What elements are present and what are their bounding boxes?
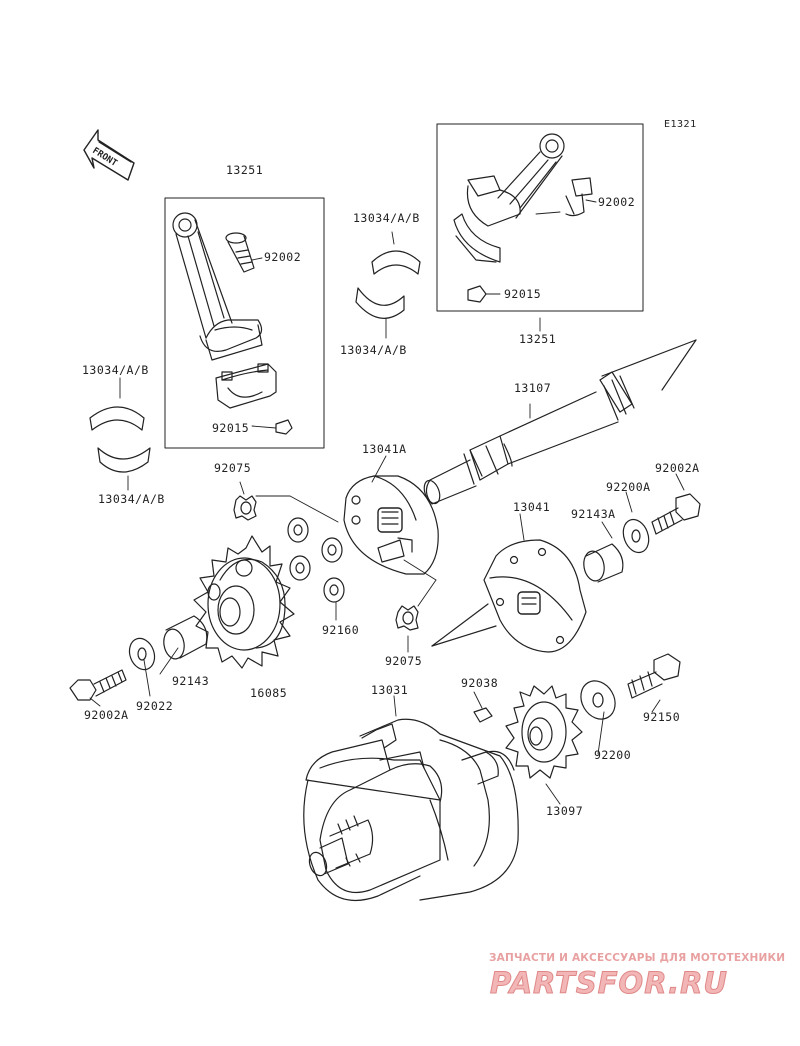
- callout-92075-lower: 92075: [385, 654, 423, 668]
- leader-lines: [89, 199, 685, 805]
- callout-92015-right: 92015: [504, 287, 542, 301]
- bearing-shells-left: [89, 406, 151, 473]
- rod-cap-left: [215, 363, 277, 409]
- callout-92015-left: 92015: [212, 421, 250, 435]
- callout-13107: 13107: [514, 381, 552, 395]
- callout-13031: 13031: [371, 683, 409, 697]
- bearing-shells-mid: [355, 250, 421, 319]
- callout-92075-upper: 92075: [214, 461, 252, 475]
- woodruff-key: [473, 707, 493, 723]
- callout-92143a: 92143A: [571, 507, 616, 521]
- callout-13041: 13041: [513, 500, 551, 514]
- damper-gear-upper: [233, 495, 257, 521]
- connecting-rod-left: [172, 212, 263, 361]
- crankshaft: [303, 718, 519, 902]
- callout-92002-left: 92002: [264, 250, 302, 264]
- callout-13034-mid-lower: 13034/A/B: [340, 343, 407, 357]
- rod-assembly-box-right: [436, 123, 644, 312]
- nut-left: [275, 419, 293, 435]
- bolt-a-right: [651, 493, 701, 535]
- callout-13034-left-lower: 13034/A/B: [98, 492, 165, 506]
- nut-right: [467, 285, 487, 303]
- rod-assembly-box-left: [164, 197, 325, 449]
- gear-large-left: [193, 535, 295, 669]
- washer-a-right: [622, 518, 650, 554]
- callout-13251-left: 13251: [226, 163, 264, 177]
- washer-left: [128, 637, 156, 671]
- coupling-a: [343, 475, 439, 575]
- callout-92038: 92038: [461, 676, 499, 690]
- callout-92143-left: 92143: [172, 674, 210, 688]
- damper-gear-lower: [395, 605, 419, 631]
- washer-right: [580, 680, 616, 720]
- diagram-code: E1321: [664, 119, 697, 130]
- collar-a-right: [583, 543, 624, 583]
- callout-13251-right: 13251: [519, 332, 557, 346]
- connecting-rod-right: [453, 133, 565, 263]
- callout-92002a-left: 92002A: [84, 708, 129, 722]
- bolt-left: [225, 232, 255, 273]
- front-label: FRONT: [90, 146, 119, 166]
- callout-92022: 92022: [136, 699, 174, 713]
- callout-16085: 16085: [250, 686, 288, 700]
- callout-92200: 92200: [594, 748, 632, 762]
- gear-right: [505, 685, 583, 779]
- rubber-dampers: [287, 517, 345, 603]
- callout-92200a: 92200A: [606, 480, 651, 494]
- output-shaft: [423, 339, 697, 505]
- callout-92002a-right: 92002A: [655, 461, 700, 475]
- callout-13041a: 13041A: [362, 442, 407, 456]
- bolt-right: [565, 177, 593, 217]
- bolt-a-left: [69, 669, 127, 701]
- front-label-svg: FRONT: [90, 146, 119, 166]
- collar-left: [163, 615, 208, 660]
- callout-92150: 92150: [643, 710, 681, 724]
- coupling: [431, 539, 587, 653]
- front-arrow-icon: [83, 129, 135, 181]
- watermark-logo: PARTSFOR.RU: [490, 966, 728, 1001]
- callout-13034-mid-upper: 13034/A/B: [353, 211, 420, 225]
- bolt-right-lower: [627, 653, 681, 699]
- callout-13097: 13097: [546, 804, 584, 818]
- callout-92160: 92160: [322, 623, 360, 637]
- callout-92002-right: 92002: [598, 195, 636, 209]
- callout-13034-left-upper: 13034/A/B: [82, 363, 149, 377]
- watermark-tagline: ЗАПЧАСТИ И АКСЕССУАРЫ ДЛЯ МОТОТЕХНИКИ: [489, 952, 786, 964]
